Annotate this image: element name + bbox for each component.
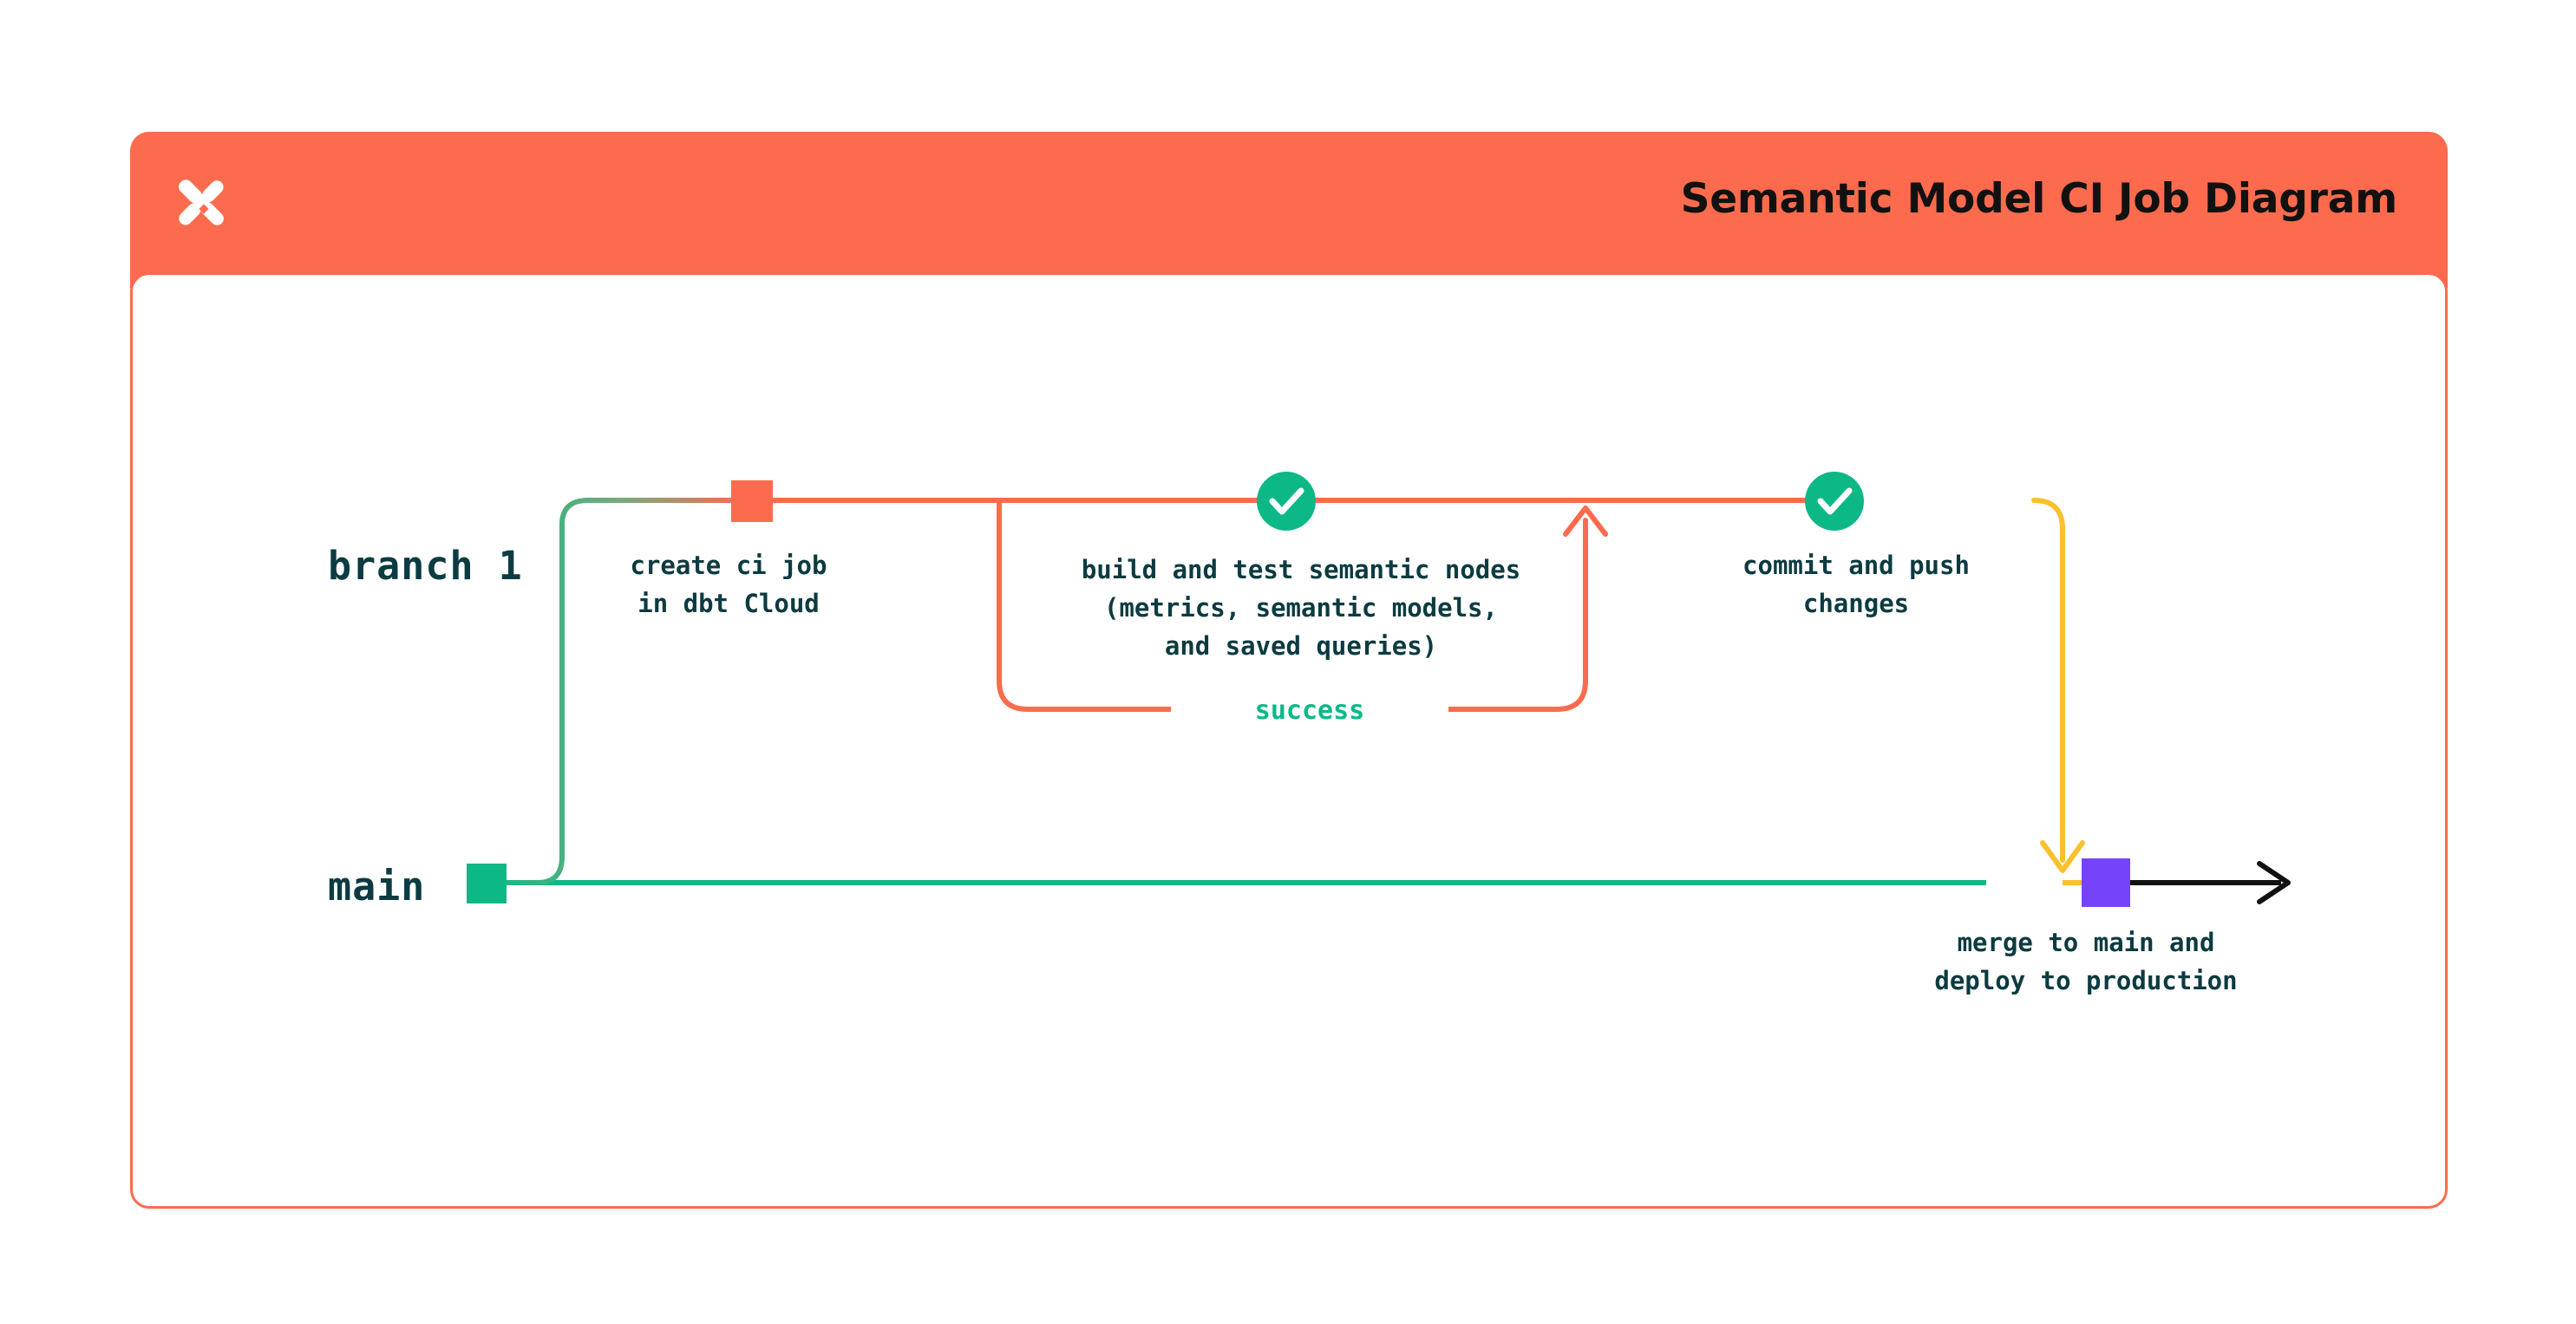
card-header: Semantic Model CI Job Diagram	[130, 132, 2448, 288]
edge-label-success: success	[1171, 694, 1448, 727]
node-label-build-and-test: build and test semantic nodes (metrics, …	[1081, 555, 1521, 661]
diagram-card: Semantic Model CI Job Diagram	[130, 132, 2448, 1209]
lane-label-branch-1: branch 1	[328, 543, 523, 589]
dbt-logo-icon	[167, 172, 241, 246]
node-label-merge-to-main: merge to main and deploy to production	[1934, 928, 2238, 995]
card-title: Semantic Model CI Job Diagram	[1680, 175, 2398, 223]
card-body	[130, 272, 2448, 1209]
lane-label-main: main	[328, 864, 426, 910]
node-label-create-ci-job: create ci job in dbt Cloud	[630, 551, 827, 618]
node-label-commit-and-push: commit and push changes	[1742, 551, 1970, 618]
